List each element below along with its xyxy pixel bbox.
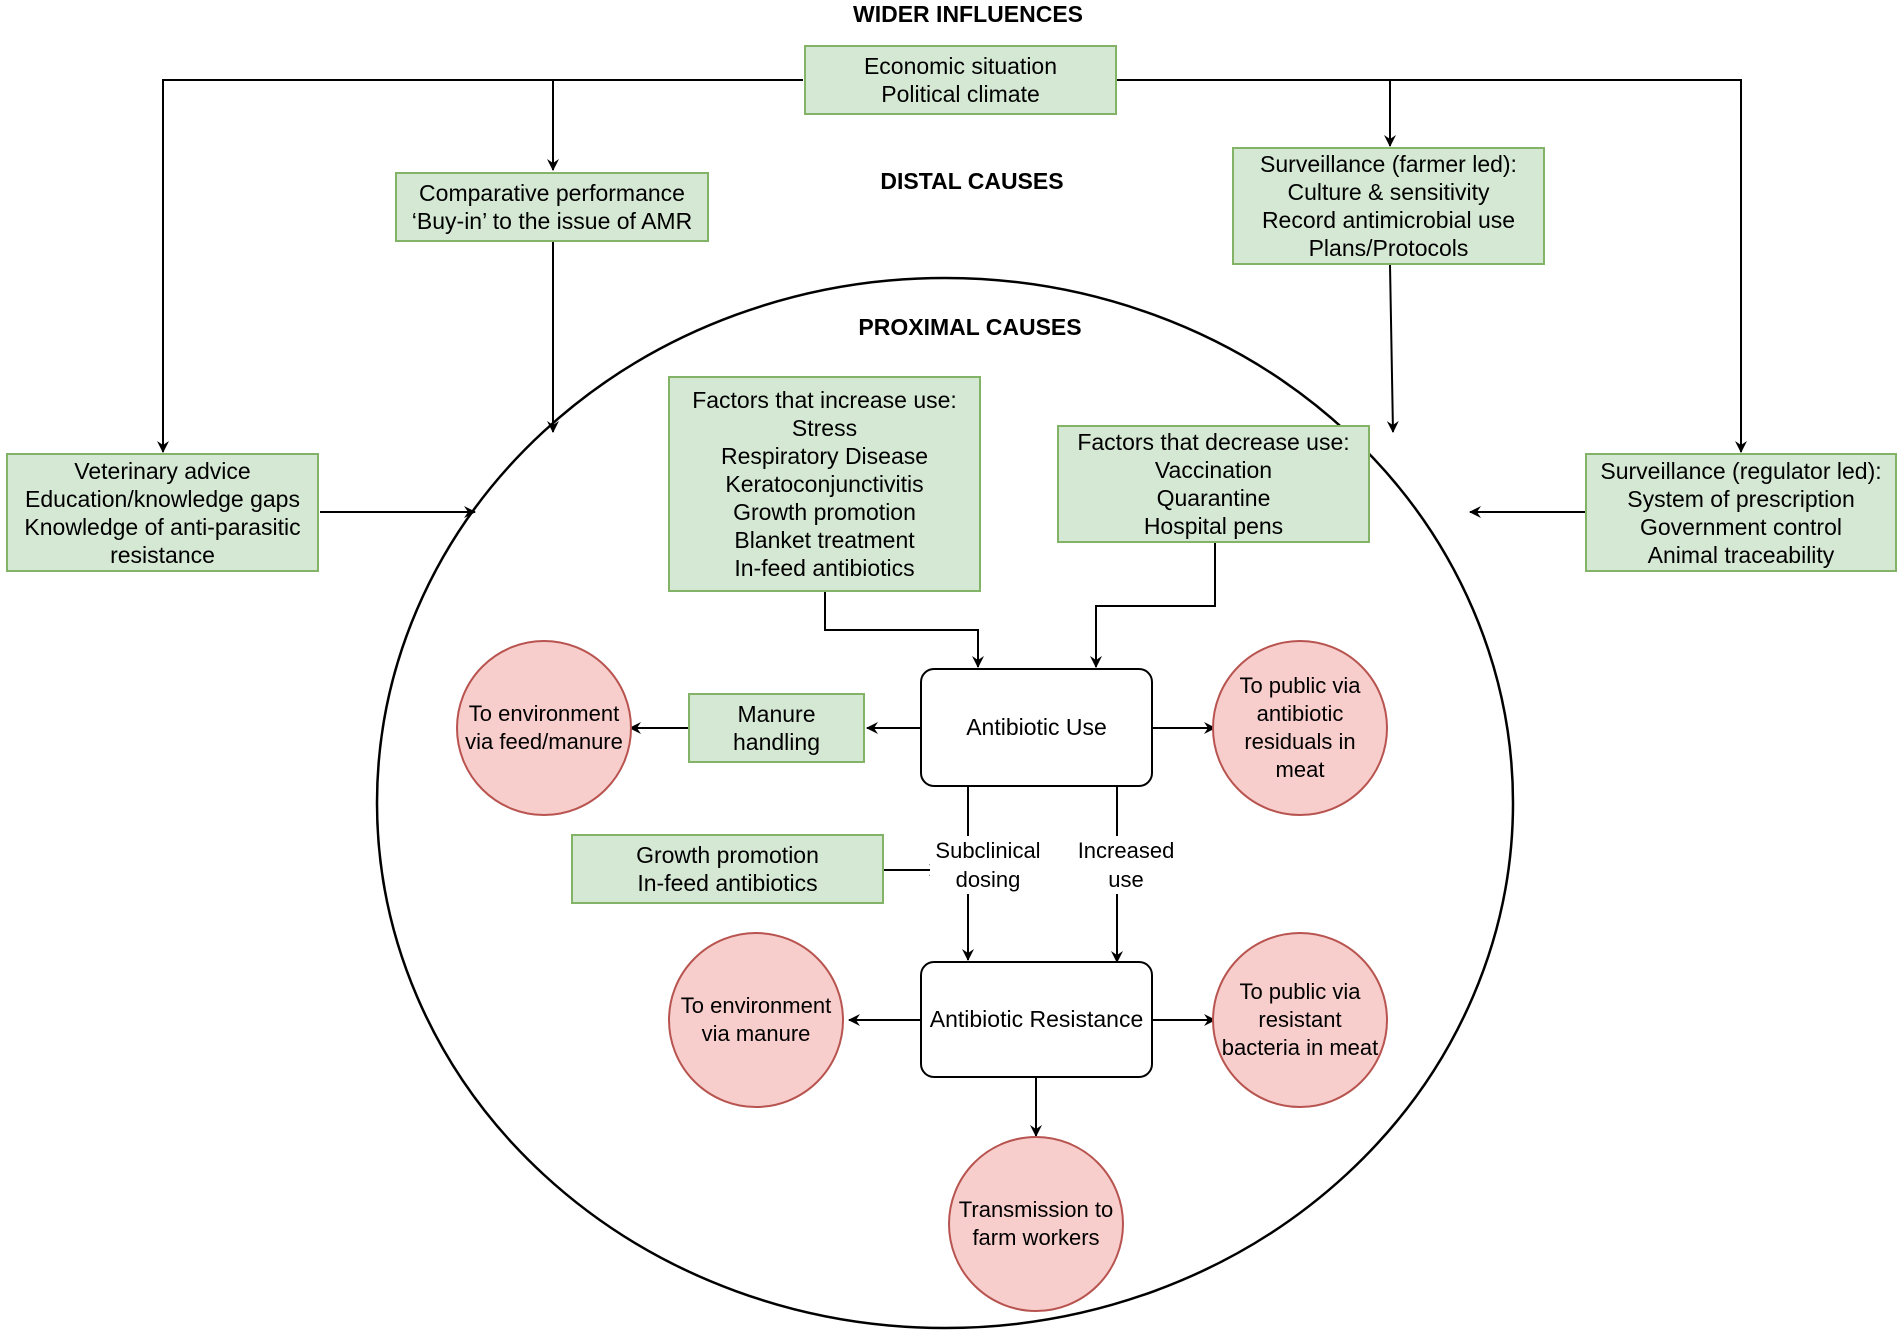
text-line: via feed/manure <box>465 729 623 754</box>
antibiotic-use-node: Antibiotic Use <box>920 668 1153 787</box>
text-line: Factors that decrease use: <box>1077 429 1350 455</box>
text-line: Blanket treatment <box>734 527 915 553</box>
subclinical-dosing-label: Subclinical dosing <box>930 836 1046 894</box>
text-line: Keratoconjunctivitis <box>725 471 924 497</box>
text-line: Animal traceability <box>1647 541 1835 568</box>
edge-economic-regulator <box>1117 79 1747 453</box>
heading-wider-influences: WIDER INFLUENCES <box>853 1 1083 27</box>
public-residuals-outcome: To public via antibiotic residuals in meat <box>1212 640 1388 816</box>
text-line: Respiratory Disease <box>720 443 929 469</box>
text-line: Comparative performance <box>419 180 685 206</box>
text-line: Stress <box>791 415 858 441</box>
regulator-surveillance-box: Surveillance (regulator led):System of p… <box>1585 453 1897 572</box>
text-line: Education/knowledge gaps <box>25 485 300 512</box>
text-line: Hospital pens <box>1143 513 1284 539</box>
antibiotic-resistance-node: Antibiotic Resistance <box>920 961 1153 1078</box>
edge-farmer-surveillance-proximal <box>1386 264 1399 433</box>
text-line: Record antimicrobial use <box>1261 207 1516 233</box>
text-line: Economic situation <box>863 53 1058 79</box>
text-line: via manure <box>701 1021 811 1046</box>
text-line: bacteria in meat <box>1221 1035 1379 1060</box>
text-line: Veterinary advice <box>74 457 251 484</box>
heading-distal-causes: DISTAL CAUSES <box>880 168 1064 194</box>
text-line: resistance <box>110 541 215 568</box>
text-line: Vaccination <box>1154 457 1273 483</box>
text-line: antibiotic <box>1256 701 1344 726</box>
environment-feed-manure-outcome: To environment via feed/manure <box>456 640 632 816</box>
text-line: ‘Buy-in’ to the issue of AMR <box>411 208 693 234</box>
text-line: In-feed antibiotics <box>637 870 818 896</box>
text-line: Government control <box>1640 513 1842 540</box>
text-line: Manure <box>737 701 816 727</box>
text-line: System of prescription <box>1627 485 1855 512</box>
text-line: farm workers <box>972 1225 1100 1250</box>
text-line: To environment <box>468 701 620 726</box>
comparative-performance-box: Comparative performance‘Buy-in’ to the i… <box>395 172 709 242</box>
farmer-surveillance-box: Surveillance (farmer led):Culture & sens… <box>1232 147 1545 265</box>
heading-proximal-causes: PROXIMAL CAUSES <box>858 314 1082 340</box>
text-line: Growth promotion <box>733 499 916 525</box>
public-resistant-bacteria-outcome: To public via resistant bacteria in meat <box>1212 932 1388 1108</box>
text-line: Surveillance (farmer led): <box>1260 151 1517 177</box>
farm-workers-transmission-outcome: Transmission to farm workers <box>948 1136 1124 1312</box>
text-line: Surveillance (regulator led): <box>1600 457 1882 484</box>
text-line: Subclinical <box>935 838 1041 863</box>
text-line: In-feed antibiotics <box>734 555 915 581</box>
environment-manure-outcome: To environment via manure <box>668 932 844 1108</box>
text-line: Plans/Protocols <box>1308 235 1469 261</box>
text-line: Increased <box>1077 838 1175 863</box>
text-line: To public via <box>1239 979 1361 1004</box>
text-line: To environment <box>680 993 832 1018</box>
text-line: use <box>1108 867 1144 892</box>
text-line: To public via <box>1239 673 1361 698</box>
text-line: handling <box>733 729 820 755</box>
text-line: Transmission to <box>958 1197 1114 1222</box>
text-line: Factors that increase use: <box>692 387 957 413</box>
text-line: resistant <box>1258 1007 1342 1032</box>
edge-decrease-factors-use <box>1090 543 1216 668</box>
text-line: Knowledge of anti-parasitic <box>24 513 301 540</box>
edge-increase-factors-use <box>824 592 984 668</box>
increased-use-label: Increased use <box>1070 836 1182 894</box>
text-line: meat <box>1275 757 1325 782</box>
text-line: Growth promotion <box>636 842 819 868</box>
edge-economic-veterinary <box>157 79 803 453</box>
text-line: Political climate <box>881 81 1040 107</box>
text-line: dosing <box>955 867 1021 892</box>
text-line: Culture & sensitivity <box>1287 179 1490 205</box>
text-line: residuals in <box>1244 729 1356 754</box>
text-line: Quarantine <box>1156 485 1271 511</box>
proximal-causes-ellipse <box>375 276 1515 1330</box>
